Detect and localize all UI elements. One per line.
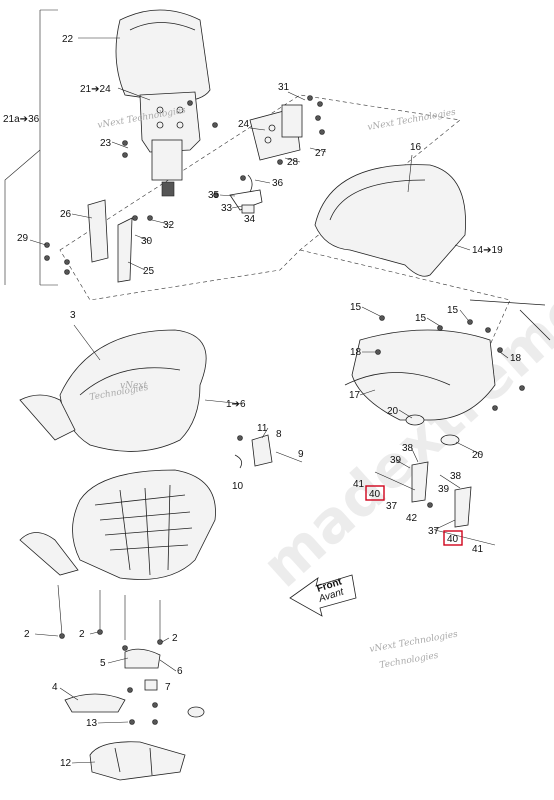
callout-31: 31 [278,82,290,93]
callout-15a: 15 [350,302,362,313]
hinge-plate [249,104,303,161]
callout-20a: 20 [387,406,399,417]
side-brackets [87,199,133,283]
watermark-vnext-4a: vNext Technologies [369,630,459,655]
callout-16: 16 [410,142,422,153]
callout-21a-36: 21a➔36 [3,114,40,125]
watermark-vnext-3a: vNext [120,381,147,391]
callout-29: 29 [17,233,29,244]
callout-40a: 40 [369,489,381,500]
passenger-seat-cover [314,164,466,277]
callout-22: 22 [62,34,74,45]
callout-35: 35 [208,190,220,201]
latch-assembly [229,174,263,214]
backrest-pad [115,9,211,102]
watermark-vnext-2: vNext Technologies [367,108,457,133]
callout-24: 24 [238,119,250,130]
seat-base [19,469,216,580]
hinge-assembly-8-11 [234,434,303,469]
watermark-vnext-4b: Technologies [379,651,440,671]
lower-hardware [57,584,205,725]
callout-14-19: 14➔19 [472,245,503,256]
callout-7: 7 [165,682,171,693]
callout-25: 25 [143,266,155,277]
callout-39a: 39 [390,455,402,466]
callout-30: 30 [141,236,153,247]
callout-37b: 37 [428,526,440,537]
callout-38b: 38 [450,471,462,482]
callout-20b: 20 [472,450,484,461]
callout-40-highlight-left [365,485,385,501]
group-bracket [39,9,58,286]
callout-2b: 2 [79,629,85,640]
callout-15c: 15 [447,305,459,316]
callout-2a: 2 [24,629,30,640]
callout-37a: 37 [386,501,398,512]
callout-33: 33 [221,203,233,214]
callout-5: 5 [100,658,106,669]
callout-40-highlight-right [443,530,463,546]
callout-3: 3 [70,310,76,321]
backrest-bracket [139,91,201,197]
callout-18a: 18 [350,347,362,358]
callout-36: 36 [272,178,284,189]
callout-38a: 38 [402,443,414,454]
callout-28: 28 [287,157,299,168]
callout-34: 34 [244,214,256,225]
grab-handles [374,461,496,546]
callout-42: 42 [406,513,418,524]
callout-4: 4 [52,682,58,693]
callout-13: 13 [86,718,98,729]
callout-41a: 41 [353,479,365,490]
seat-plate-12 [89,741,186,781]
callout-17: 17 [349,390,361,401]
passenger-tub [344,299,551,446]
callout-1-6: 1➔6 [226,399,246,410]
callout-27: 27 [315,148,327,159]
callout-12: 12 [60,758,72,769]
callout-21-24: 21➔24 [80,84,111,95]
callout-8: 8 [276,429,282,440]
leader-lines [29,91,509,764]
callout-15b: 15 [415,313,427,324]
callout-2c: 2 [172,633,178,644]
callout-32: 32 [163,220,175,231]
callout-23: 23 [100,138,112,149]
callout-40b: 40 [447,534,459,545]
seat-cushion [19,329,207,452]
callout-41b: 41 [472,544,484,555]
fasteners-top [44,95,325,275]
callout-11: 11 [257,423,268,434]
callout-39b: 39 [438,484,450,495]
callout-6: 6 [177,666,183,677]
callout-26: 26 [60,209,72,220]
callout-9: 9 [298,449,304,460]
callout-10: 10 [232,481,244,492]
callout-18b: 18 [510,353,522,364]
